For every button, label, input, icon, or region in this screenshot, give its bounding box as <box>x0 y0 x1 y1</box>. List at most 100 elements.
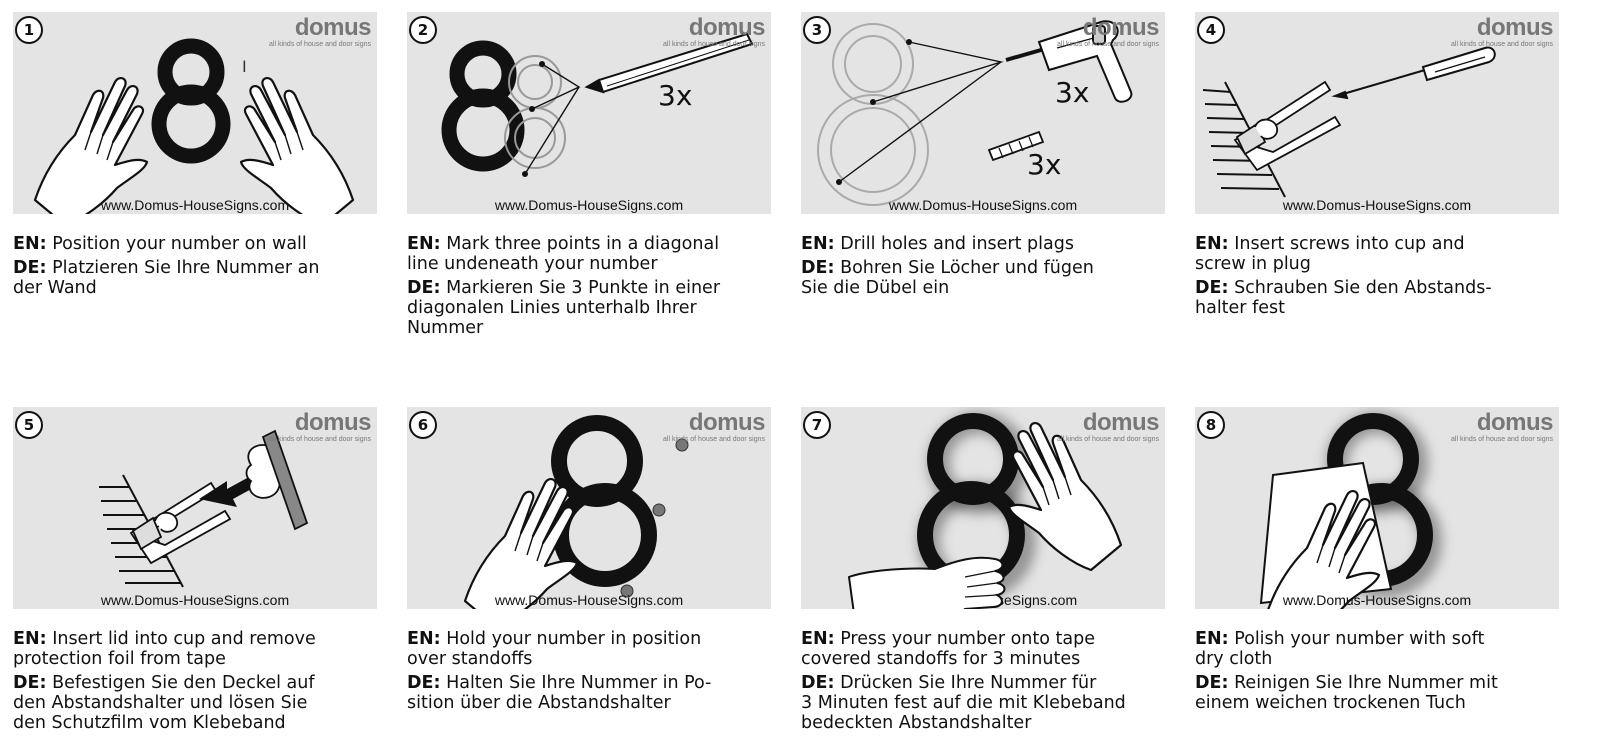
caption-en-line: over standoffs <box>407 649 533 669</box>
step-3-caption: EN: Drill holes and insert plags DE: Boh… <box>801 234 1165 298</box>
standoff-icon <box>129 481 232 565</box>
step-3: 3 domus all kinds of house and door sign… <box>801 12 1165 298</box>
logo-word: domus <box>294 409 372 436</box>
caption-de-line: Befestigen Sie den Deckel auf <box>52 673 315 693</box>
lang-de-label: DE: <box>1195 673 1229 693</box>
caption-en: EN: Drill holes and insert plags <box>801 234 1165 254</box>
step-4-drawing <box>1202 46 1496 198</box>
logo-tagline: all kinds of house and door signs <box>269 436 371 443</box>
caption-de-line: Nummer <box>407 318 484 338</box>
domus-logo: domus all kinds of house and door signs <box>1451 16 1553 49</box>
wall-icon <box>1202 81 1286 198</box>
lang-de-label: DE: <box>407 278 441 298</box>
caption-en-line: Hold your number in position <box>446 629 702 649</box>
left-hand-icon <box>33 76 149 214</box>
domus-logo: domus all kinds of house and door signs <box>663 411 765 444</box>
lang-en-label: EN: <box>801 629 835 649</box>
logo-tagline: all kinds of house and door signs <box>1057 41 1159 48</box>
caption-de-line: Halten Sie Ihre Nummer in Po- <box>446 673 712 693</box>
screwdriver-icon <box>1331 46 1496 100</box>
lang-en-label: EN: <box>407 234 441 254</box>
caption-de-line: sition über die Abstandshalter <box>407 693 671 713</box>
website-url: www.Domus-HouseSigns.com <box>100 592 290 608</box>
step-6-caption: EN: Hold your number in position over st… <box>407 629 771 713</box>
multiplier-label: 3x <box>1027 148 1061 181</box>
website-url: www.Domus-HouseSigns.com <box>1282 592 1472 608</box>
caption-en-line: dry cloth <box>1195 649 1273 669</box>
caption-en: EN: Mark three points in a diagonal <box>407 234 771 254</box>
lang-en-label: EN: <box>1195 629 1229 649</box>
step-1-drawing: I <box>33 38 355 214</box>
website-url: www.Domus-HouseSigns.com <box>494 197 684 213</box>
step-number-badge: 1 <box>15 16 43 44</box>
standoff-dots <box>620 438 689 598</box>
step-7: 7 domus all kinds of house and door sign… <box>801 407 1165 733</box>
logo-tagline: all kinds of house and door signs <box>1451 41 1553 48</box>
caption-de-line: diagonalen Linies unterhalb Ihrer <box>407 298 697 318</box>
logo-word: domus <box>688 409 766 436</box>
caption-de: DE: Schrauben Sie den Abstands- <box>1195 278 1559 298</box>
step-4: 4 domus all kinds of house and door sign… <box>1195 12 1559 318</box>
step-number-badge: 8 <box>1197 411 1225 439</box>
logo-tagline: all kinds of house and door signs <box>663 436 765 443</box>
domus-logo: domus all kinds of house and door signs <box>1057 16 1159 49</box>
caption-en-line: protection foil from tape <box>13 649 226 669</box>
caption-de: DE: Drücken Sie Ihre Nummer für <box>801 673 1165 693</box>
step-number-badge: 5 <box>15 411 43 439</box>
house-number-eight <box>917 413 1025 589</box>
drill-icon <box>1005 20 1133 103</box>
wall-plug-icon <box>987 130 1045 162</box>
step-number-badge: 3 <box>803 16 831 44</box>
step-2-caption: EN: Mark three points in a diagonal line… <box>407 234 771 338</box>
step-1: 1 domus all kinds of house and door sign… <box>13 12 377 298</box>
lang-de-label: DE: <box>407 673 441 693</box>
domus-logo: domus all kinds of house and door signs <box>1057 411 1159 444</box>
caption-en-line: Insert lid into cup and remove <box>52 629 316 649</box>
caption-en-line: Mark three points in a diagonal <box>446 234 720 254</box>
caption-en: EN: Press your number onto tape <box>801 629 1165 649</box>
step-2: 2 domus all kinds of house and door sign… <box>407 12 771 338</box>
logo-tagline: all kinds of house and door signs <box>269 41 371 48</box>
step-number-badge: 2 <box>409 16 437 44</box>
step-2-illustration: 2 domus all kinds of house and door sign… <box>407 12 771 214</box>
caption-de-line: 3 Minuten fest auf die mit Klebeband <box>801 693 1126 713</box>
caption-de-line: Bohren Sie Löcher und fügen <box>840 258 1094 278</box>
step-8-drawing <box>1259 412 1442 609</box>
outline-eight <box>817 23 929 206</box>
caption-en-line: Drill holes and insert plags <box>840 234 1074 254</box>
domus-logo: domus all kinds of house and door signs <box>1451 411 1553 444</box>
standoff-icon <box>1233 80 1342 172</box>
lang-de-label: DE: <box>801 673 835 693</box>
step-1-caption: EN: Position your number on wall DE: Pla… <box>13 234 377 298</box>
logo-word: domus <box>1082 409 1160 436</box>
step-2-drawing: 3x <box>441 32 754 177</box>
lang-de-label: DE: <box>13 258 47 278</box>
caption-de-line: der Wand <box>13 278 97 298</box>
step-4-caption: EN: Insert screws into cup and screw in … <box>1195 234 1559 318</box>
website-url: www.Domus-HouseSigns.com <box>100 197 290 213</box>
svg-text:I: I <box>242 57 247 76</box>
step-5-caption: EN: Insert lid into cup and remove prote… <box>13 629 377 733</box>
step-6-illustration: 6 domus all kinds of house and door sign… <box>407 407 771 609</box>
caption-de-line: Platzieren Sie Ihre Nummer an <box>52 258 320 278</box>
caption-de: DE: Bohren Sie Löcher und fügen <box>801 258 1165 278</box>
lang-de-label: DE: <box>1195 278 1229 298</box>
caption-en: EN: Position your number on wall <box>13 234 377 254</box>
lang-en-label: EN: <box>407 629 441 649</box>
step-number-badge: 4 <box>1197 16 1225 44</box>
arrow-left-icon <box>199 477 255 507</box>
marking-lines <box>524 63 581 175</box>
caption-en: EN: Polish your number with soft <box>1195 629 1559 649</box>
caption-de: DE: Halten Sie Ihre Nummer in Po- <box>407 673 771 693</box>
logo-tagline: all kinds of house and door signs <box>1057 436 1159 443</box>
caption-de-line: Drücken Sie Ihre Nummer für <box>840 673 1097 693</box>
step-3-illustration: 3 domus all kinds of house and door sign… <box>801 12 1165 214</box>
step-3-drawing: 3x 3x <box>817 20 1133 206</box>
lang-en-label: EN: <box>1195 234 1229 254</box>
caption-de-line: einem weichen trockenen Tuch <box>1195 693 1466 713</box>
domus-logo: domus all kinds of house and door signs <box>269 16 371 49</box>
caption-de-line: Markieren Sie 3 Punkte in einer <box>446 278 721 298</box>
logo-word: domus <box>1082 14 1160 41</box>
caption-en: EN: Hold your number in position <box>407 629 771 649</box>
lang-de-label: DE: <box>801 258 835 278</box>
